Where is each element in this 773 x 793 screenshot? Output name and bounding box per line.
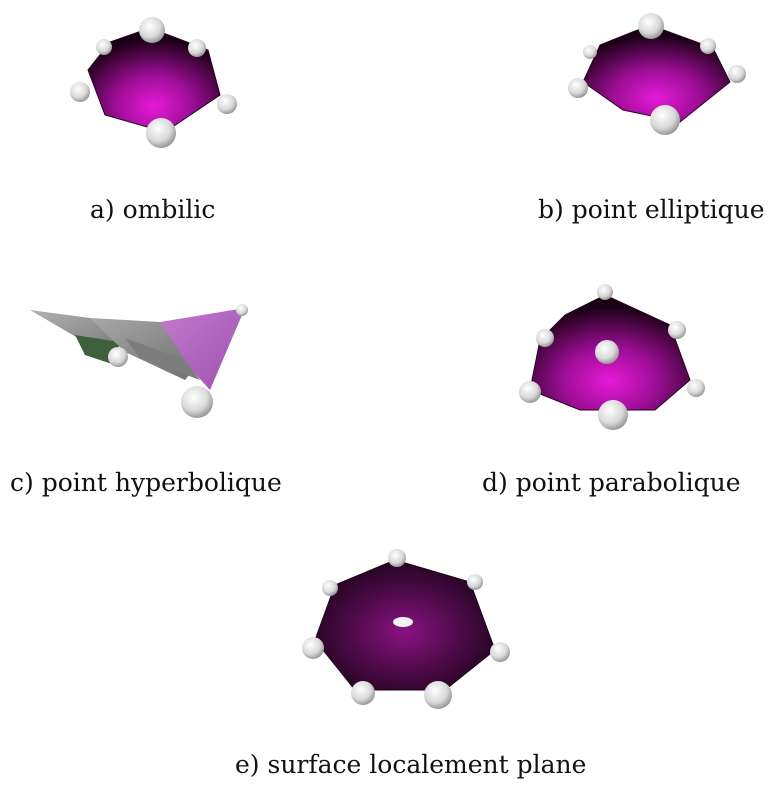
caption-b: b) point elliptique xyxy=(538,195,765,224)
panel-e xyxy=(295,540,525,715)
panel-b xyxy=(545,10,765,160)
locally-flat-surface-illustration xyxy=(302,549,510,709)
panel-c xyxy=(20,290,280,440)
caption-c: c) point hyperbolique xyxy=(10,468,282,497)
parabolic-point-surface-illustration xyxy=(519,284,705,430)
caption-e: e) surface localement plane xyxy=(235,750,587,779)
caption-d: d) point parabolique xyxy=(482,468,741,497)
panel-a xyxy=(40,10,260,160)
panel-d xyxy=(505,280,735,450)
hyperbolic-point-surface-illustration xyxy=(30,304,248,418)
ombilic-surface-illustration xyxy=(70,17,237,148)
caption-a: a) ombilic xyxy=(90,195,216,224)
elliptic-point-surface-illustration xyxy=(568,13,746,135)
